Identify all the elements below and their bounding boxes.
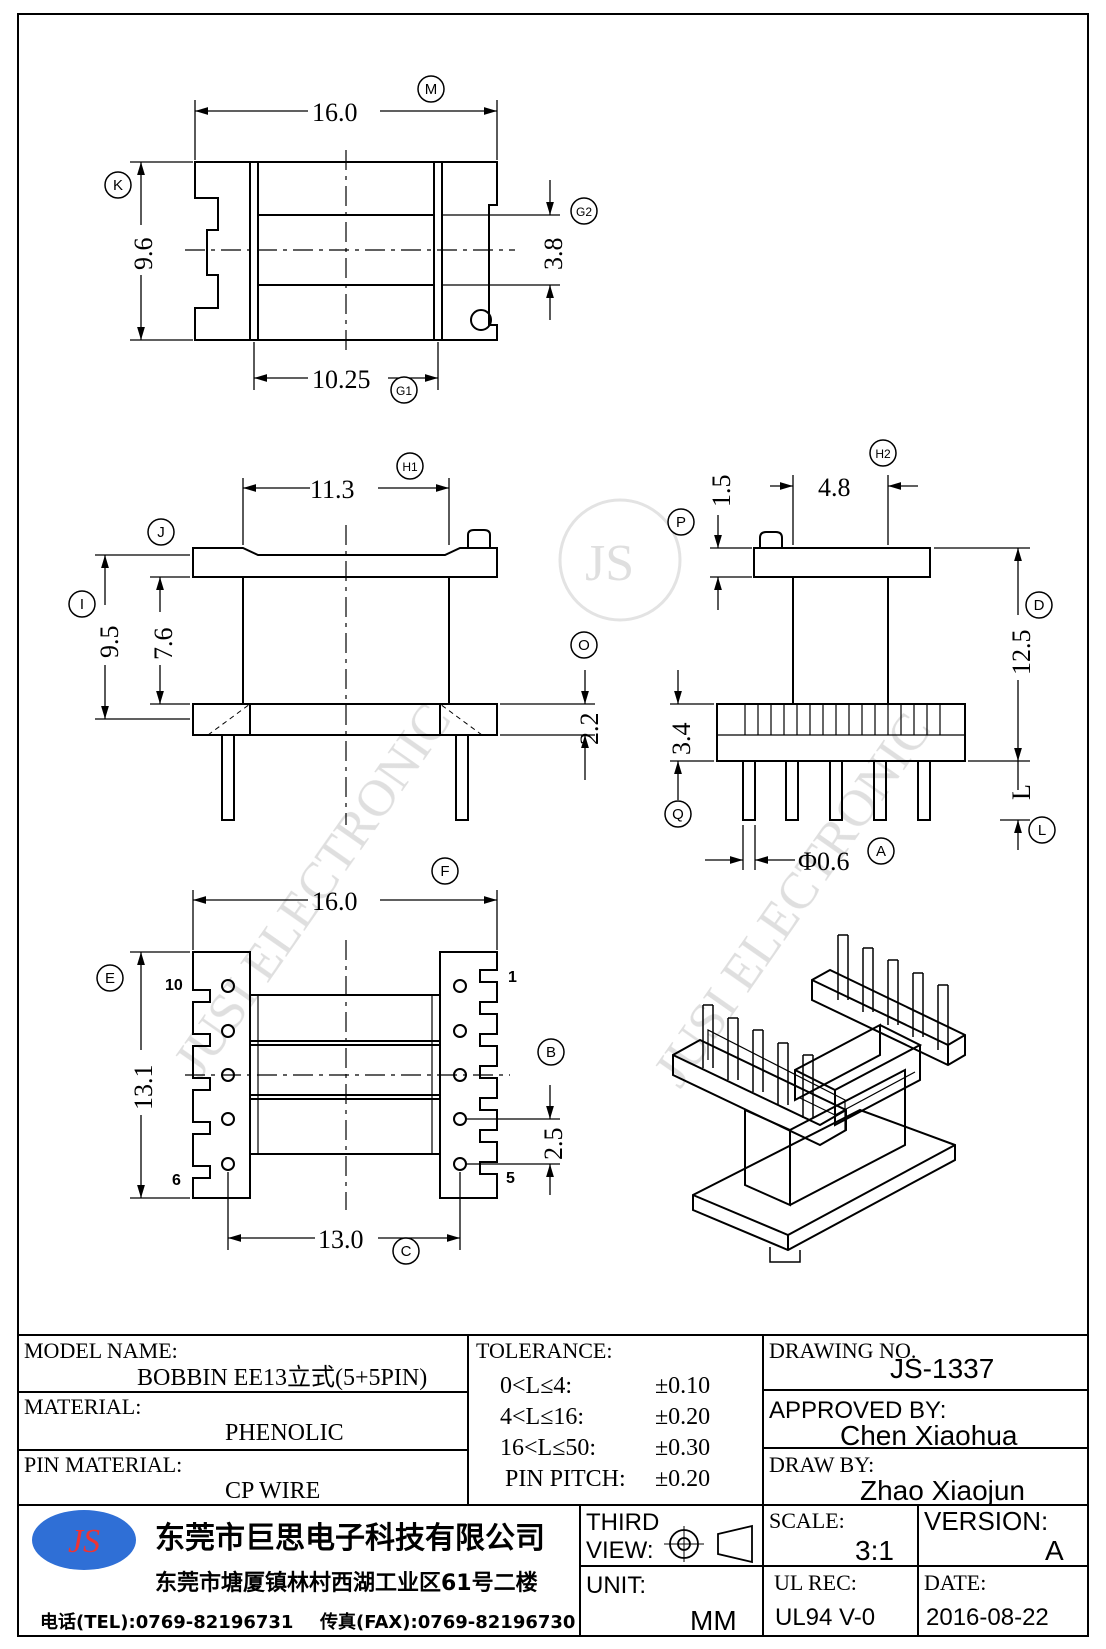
front-view bbox=[192, 525, 498, 825]
date-value: 2016-08-22 bbox=[926, 1604, 1049, 1631]
dim-front-inner: 7.6 bbox=[149, 628, 178, 661]
dim-side-top: 1.5 bbox=[707, 475, 736, 508]
svg-text:H1: H1 bbox=[402, 460, 418, 474]
tolerance-range-1: 0<L≤4: bbox=[500, 1373, 572, 1399]
dim-pin-dia: Φ0.6 bbox=[798, 847, 850, 876]
tolerance-value-4: ±0.20 bbox=[655, 1466, 710, 1492]
dim-front-width: 11.3 bbox=[310, 475, 355, 504]
tolerance-value-2: ±0.20 bbox=[655, 1404, 710, 1430]
tolerance-range-4: PIN PITCH: bbox=[505, 1466, 626, 1492]
top-view bbox=[185, 150, 515, 350]
projection-symbol-icon bbox=[664, 1524, 753, 1564]
watermark-text-right: JUSI ELECTRONIC bbox=[643, 703, 942, 1097]
svg-text:M: M bbox=[425, 81, 438, 98]
material-label: MATERIAL: bbox=[24, 1394, 141, 1419]
model-name-value: BOBBIN EE13立式(5+5PIN) bbox=[137, 1364, 427, 1391]
svg-text:L: L bbox=[1038, 822, 1046, 839]
svg-text:J: J bbox=[157, 524, 165, 541]
company-fax: 传真(FAX):0769-82196730 bbox=[319, 1611, 575, 1633]
dim-top-width: 16.0 bbox=[312, 98, 358, 127]
unit-value: MM bbox=[690, 1605, 737, 1636]
dim-side-width: 4.8 bbox=[818, 473, 851, 502]
tolerance-value-1: ±0.10 bbox=[655, 1373, 710, 1399]
draw-by-label: DRAW BY: bbox=[769, 1452, 874, 1477]
pin-label-1: 1 bbox=[508, 969, 517, 986]
top-view-dims bbox=[130, 100, 560, 390]
svg-text:JS: JS bbox=[68, 1523, 100, 1560]
scale-label: SCALE: bbox=[769, 1508, 845, 1533]
pin-label-6: 6 bbox=[172, 1172, 181, 1189]
drawing-no-label: DRAWING NO. bbox=[769, 1338, 916, 1363]
dim-side-pin: L bbox=[1007, 784, 1036, 800]
dim-front-height: 9.5 bbox=[95, 626, 124, 659]
scale-value: 3:1 bbox=[855, 1535, 894, 1566]
version-value: A bbox=[1045, 1535, 1064, 1566]
svg-text:C: C bbox=[401, 1243, 412, 1260]
svg-text:K: K bbox=[113, 177, 123, 194]
title-block-grid bbox=[18, 1334, 1088, 1636]
tolerance-label: TOLERANCE: bbox=[476, 1338, 612, 1363]
approved-value: Chen Xiaohua bbox=[840, 1420, 1018, 1451]
company-address: 东莞市塘厦镇林村西湖工业区61号二楼 bbox=[155, 1570, 538, 1596]
pin-label-10: 10 bbox=[165, 977, 183, 994]
pin-material-label: PIN MATERIAL: bbox=[24, 1452, 182, 1477]
svg-text:G1: G1 bbox=[396, 384, 412, 398]
svg-text:G2: G2 bbox=[576, 205, 592, 219]
third-view-label-2: VIEW: bbox=[586, 1537, 654, 1564]
side-view-dims bbox=[670, 475, 1030, 870]
dim-pin-pitch: 2.5 bbox=[539, 1128, 568, 1161]
dim-front-flange: 2.2 bbox=[575, 713, 604, 746]
svg-text:A: A bbox=[876, 843, 886, 860]
draw-by-value: Zhao Xiaojun bbox=[860, 1475, 1025, 1506]
callout-labels: M K G2 G1 H1 J I O P H2 D Q L A F E B C bbox=[80, 81, 1046, 1260]
front-view-dims bbox=[95, 478, 595, 780]
svg-text:O: O bbox=[578, 637, 590, 654]
dim-side-height: 12.5 bbox=[1007, 630, 1036, 676]
svg-text:E: E bbox=[105, 970, 115, 987]
ul-rec-value: UL94 V-0 bbox=[775, 1604, 875, 1631]
dim-top-base: 10.25 bbox=[312, 365, 371, 394]
company-tel: 电话(TEL):0769-82196731 bbox=[40, 1611, 293, 1633]
model-name-label: MODEL NAME: bbox=[24, 1338, 178, 1363]
dim-bottom-height: 13.1 bbox=[129, 1065, 158, 1111]
third-view-label-1: THIRD bbox=[586, 1509, 659, 1536]
svg-text:D: D bbox=[1034, 597, 1045, 614]
isometric-view bbox=[672, 934, 966, 1263]
svg-text:B: B bbox=[546, 1044, 556, 1061]
drawing-no-value: JS-1337 bbox=[890, 1353, 994, 1384]
tolerance-range-3: 16<L≤50: bbox=[500, 1435, 596, 1461]
dim-pin-span: 13.0 bbox=[318, 1225, 364, 1254]
svg-text:I: I bbox=[80, 596, 84, 613]
svg-text:Q: Q bbox=[672, 806, 684, 823]
svg-text:JS: JS bbox=[585, 535, 634, 592]
dim-top-inner: 3.8 bbox=[539, 238, 568, 271]
dim-bottom-width: 16.0 bbox=[312, 887, 358, 916]
date-label: DATE: bbox=[924, 1570, 986, 1595]
version-label: VERSION: bbox=[924, 1506, 1048, 1536]
svg-text:F: F bbox=[440, 863, 449, 880]
dim-side-base: 3.4 bbox=[667, 723, 696, 756]
pin-label-5: 5 bbox=[506, 1170, 515, 1187]
company-name: 东莞市巨思电子科技有限公司 bbox=[155, 1521, 545, 1556]
dim-top-height: 9.6 bbox=[129, 238, 158, 271]
unit-label: UNIT: bbox=[586, 1572, 646, 1599]
side-view bbox=[716, 531, 966, 821]
svg-text:P: P bbox=[676, 514, 686, 531]
material-value: PHENOLIC bbox=[225, 1420, 344, 1446]
callout-bubbles bbox=[68, 75, 1056, 1265]
svg-text:H2: H2 bbox=[875, 447, 891, 461]
tolerance-range-2: 4<L≤16: bbox=[500, 1404, 584, 1430]
pin-material-value: CP WIRE bbox=[225, 1478, 320, 1504]
sheet-border bbox=[17, 13, 1089, 1637]
bottom-view-dims bbox=[130, 890, 560, 1250]
approved-label: APPROVED BY: bbox=[769, 1397, 946, 1424]
company-logo: JS bbox=[32, 1510, 136, 1570]
tolerance-value-3: ±0.30 bbox=[655, 1435, 710, 1461]
ul-rec-label: UL REC: bbox=[774, 1570, 857, 1595]
